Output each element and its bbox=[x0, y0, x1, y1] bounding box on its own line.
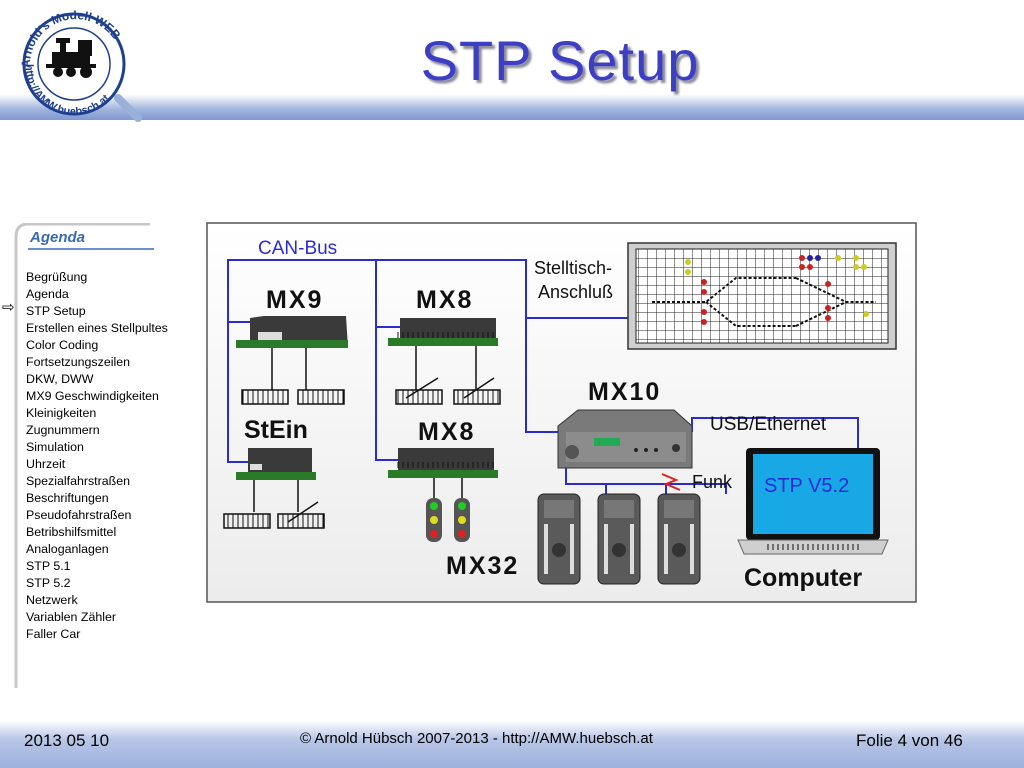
agenda-item[interactable]: Uhrzeit bbox=[26, 457, 66, 471]
agenda-item-current[interactable]: STP Setup bbox=[26, 304, 86, 318]
laptop-icon bbox=[737, 448, 889, 555]
can-bus-label: CAN-Bus bbox=[258, 238, 337, 259]
magnifier-icon bbox=[114, 94, 142, 122]
system-diagram: CAN-Bus MX9 MX8 StEin MX8 MX10 MX32 Stel… bbox=[206, 222, 917, 603]
agenda-item[interactable]: STP 5.1 bbox=[26, 559, 71, 573]
signal-icons bbox=[426, 478, 470, 542]
agenda-item[interactable]: Fortsetzungszeilen bbox=[26, 355, 130, 369]
mx9-label: MX9 bbox=[266, 286, 323, 314]
agenda-item[interactable]: Kleinigkeiten bbox=[26, 406, 97, 420]
footer-copyright: © Arnold Hübsch 2007-2013 - http://AMW.h… bbox=[300, 730, 653, 747]
footer-slide-number: Folie 4 von 46 bbox=[856, 731, 963, 750]
mx32-handheld-icons bbox=[537, 493, 701, 585]
mx8-top-label: MX8 bbox=[416, 286, 473, 314]
logo: Arnold's Modell WEB http://AMW.huebsch.a… bbox=[19, 8, 142, 122]
agenda-item[interactable]: Erstellen eines Stellpultes bbox=[26, 321, 168, 335]
mx8-top-device-icon bbox=[388, 318, 498, 346]
agenda-item[interactable]: DKW, DWW bbox=[26, 372, 94, 386]
funk-label: Funk bbox=[692, 472, 733, 492]
agenda-item[interactable]: Simulation bbox=[26, 440, 84, 454]
agenda-item[interactable]: Analoganlagen bbox=[26, 542, 109, 556]
locomotive-icon bbox=[46, 38, 96, 78]
stelltisch-label-line1: Stelltisch- bbox=[534, 258, 612, 278]
mx10-label: MX10 bbox=[588, 378, 661, 406]
title-bar bbox=[0, 94, 1024, 120]
agenda-item[interactable]: STP 5.2 bbox=[26, 576, 71, 590]
mx32-label: MX32 bbox=[446, 552, 519, 580]
agenda-item[interactable]: Agenda bbox=[26, 287, 69, 301]
slide-title: STP Setup bbox=[420, 29, 700, 92]
control-panel-icon bbox=[627, 242, 897, 350]
agenda-item[interactable]: Pseudofahrstraßen bbox=[26, 508, 132, 522]
mx8-bottom-device-icon bbox=[388, 448, 498, 478]
agenda-item[interactable]: Betribshilfsmittel bbox=[26, 525, 117, 539]
mx9-device-icon bbox=[236, 316, 348, 348]
agenda-item[interactable]: Netzwerk bbox=[26, 593, 78, 607]
agenda-item[interactable]: Begrüßung bbox=[26, 270, 88, 284]
stein-device-icon bbox=[236, 448, 316, 480]
agenda-title: Agenda bbox=[30, 229, 86, 246]
agenda-item[interactable]: Spezialfahrstraßen bbox=[26, 474, 130, 488]
agenda-item[interactable]: Beschriftungen bbox=[26, 491, 109, 505]
stelltisch-label-line2: Anschluß bbox=[538, 282, 613, 302]
stp-version-label: STP V5.2 bbox=[764, 475, 849, 497]
track-icons bbox=[223, 346, 501, 529]
agenda-frame bbox=[14, 223, 154, 688]
agenda-item[interactable]: Faller Car bbox=[26, 627, 81, 641]
agenda-item[interactable]: Variablen Zähler bbox=[26, 610, 116, 624]
mx10-device-icon bbox=[557, 409, 693, 469]
footer-date: 2013 05 10 bbox=[24, 731, 110, 750]
radio-wave-icon bbox=[661, 473, 681, 491]
can-bus-lines bbox=[227, 259, 859, 494]
agenda-item[interactable]: MX9 Geschwindigkeiten bbox=[26, 389, 159, 403]
agenda-item[interactable]: Zugnummern bbox=[26, 423, 100, 437]
usb-ethernet-label: USB/Ethernet bbox=[710, 414, 827, 435]
footer-bar bbox=[0, 720, 1024, 768]
stein-label: StEin bbox=[244, 416, 308, 444]
agenda-list: Begrüßung Agenda STP Setup Erstellen ein… bbox=[26, 269, 168, 643]
agenda-item[interactable]: Color Coding bbox=[26, 338, 99, 352]
mx8-bottom-label: MX8 bbox=[418, 418, 475, 446]
computer-label: Computer bbox=[744, 564, 862, 592]
current-item-arrow-icon: ⇨ bbox=[2, 299, 15, 316]
